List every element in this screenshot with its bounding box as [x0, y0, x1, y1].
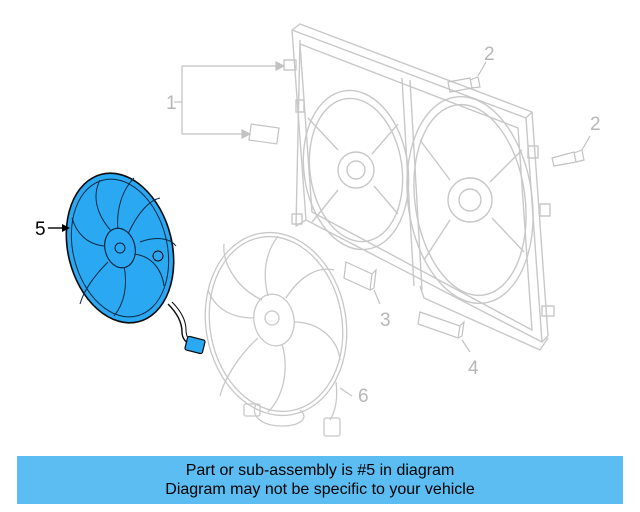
part-3-bracket [343, 261, 381, 305]
callout-2-lower: 2 [590, 114, 601, 135]
banner-line-1: Part or sub-assembly is #5 in diagram [185, 462, 455, 479]
fan-shroud [283, 23, 555, 351]
callout-5: 5 [35, 219, 46, 240]
callout-2-upper: 2 [484, 44, 495, 65]
bolt-2-upper [447, 61, 487, 93]
part-info-banner: Part or sub-assembly is #5 in diagram Di… [17, 456, 623, 504]
callout-5-leader [48, 224, 70, 232]
callout-1: 1 [166, 93, 177, 114]
part-4-bracket [417, 311, 471, 353]
callout-4: 4 [468, 358, 479, 379]
callout-1-leader [174, 61, 286, 145]
banner-line-2: Diagram may not be specific to your vehi… [165, 481, 475, 498]
bolt-2-lower [551, 135, 591, 167]
callout-3: 3 [380, 310, 391, 331]
fan-5-highlighted [65, 172, 206, 355]
callout-6: 6 [358, 386, 369, 407]
fan-6 [204, 231, 353, 437]
